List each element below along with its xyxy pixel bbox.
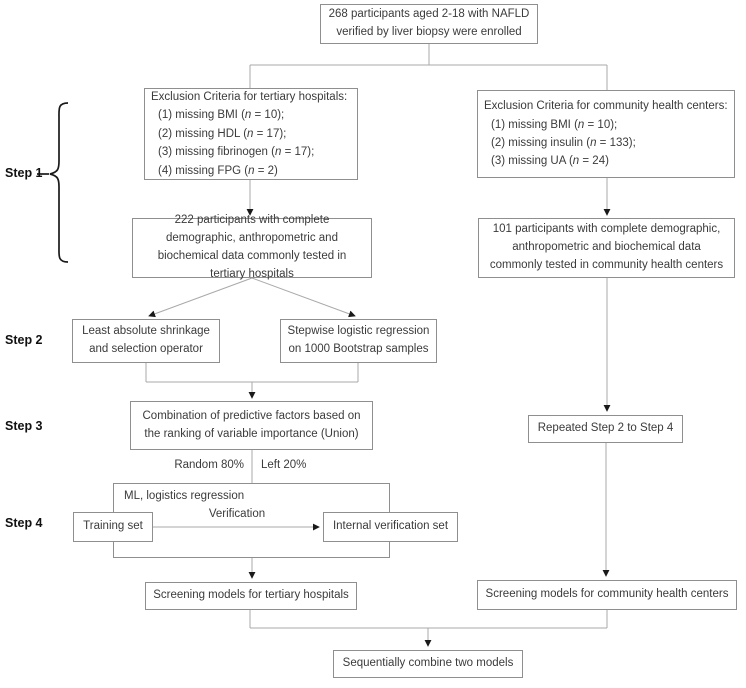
step1-label: Step 1: [5, 166, 43, 180]
step1-brace: [49, 102, 69, 263]
screening-community-box: Screening models for community health ce…: [477, 580, 737, 610]
exclusion-tertiary-box: Exclusion Criteria for tertiary hospital…: [144, 88, 358, 180]
exclusion-tertiary-title: Exclusion Criteria for tertiary hospital…: [151, 91, 348, 104]
internal-verification-box: Internal verification set: [323, 512, 458, 542]
exclusion-community-item: (3) missing UA (n = 24): [491, 155, 609, 168]
training-set-box: Training set: [73, 512, 153, 542]
step2-label: Step 2: [5, 333, 43, 347]
enrolled-box: 268 participants aged 2-18 with NAFLD ve…: [320, 4, 538, 44]
exclusion-tertiary-item: (3) missing fibrinogen (n = 17);: [158, 146, 315, 159]
step4-label: Step 4: [5, 516, 43, 530]
exclusion-community-item: (2) missing insulin (n = 133);: [491, 137, 636, 149]
combination-box: Combination of predictive factors based …: [130, 401, 373, 450]
exclusion-community-item: (1) missing BMI (n = 10);: [491, 118, 618, 131]
step3-label: Step 3: [5, 419, 43, 433]
verification-label: Verification: [208, 508, 266, 520]
exclusion-community-box: Exclusion Criteria for community health …: [477, 90, 735, 178]
random-80-label: Random 80%: [174, 459, 244, 471]
arrow-to-lasso: [148, 277, 253, 318]
exclusion-tertiary-item: (2) missing HDL (n = 17);: [158, 127, 287, 140]
left-20-label: Left 20%: [261, 459, 307, 471]
combine-models-box: Sequentially combine two models: [333, 650, 523, 678]
repeated-steps-box: Repeated Step 2 to Step 4: [528, 415, 683, 443]
exclusion-tertiary-item: (1) missing BMI (n = 10);: [158, 109, 285, 122]
screening-tertiary-box: Screening models for tertiary hospitals: [145, 582, 357, 610]
stepwise-box: Stepwise logistic regression on 1000 Boo…: [280, 319, 437, 363]
exclusion-tertiary-item: (4) missing FPG (n = 2): [158, 164, 278, 177]
lasso-box: Least absolute shrinkage and selection o…: [72, 319, 220, 363]
ml-regression-label: ML, logistics regression: [124, 490, 245, 502]
participants-tertiary-box: 222 participants with complete demograph…: [132, 214, 372, 280]
participants-community-box: 101 participants with complete demograph…: [478, 218, 735, 278]
exclusion-community-title: Exclusion Criteria for community health …: [484, 100, 728, 113]
arrow-to-stepwise: [251, 277, 356, 318]
